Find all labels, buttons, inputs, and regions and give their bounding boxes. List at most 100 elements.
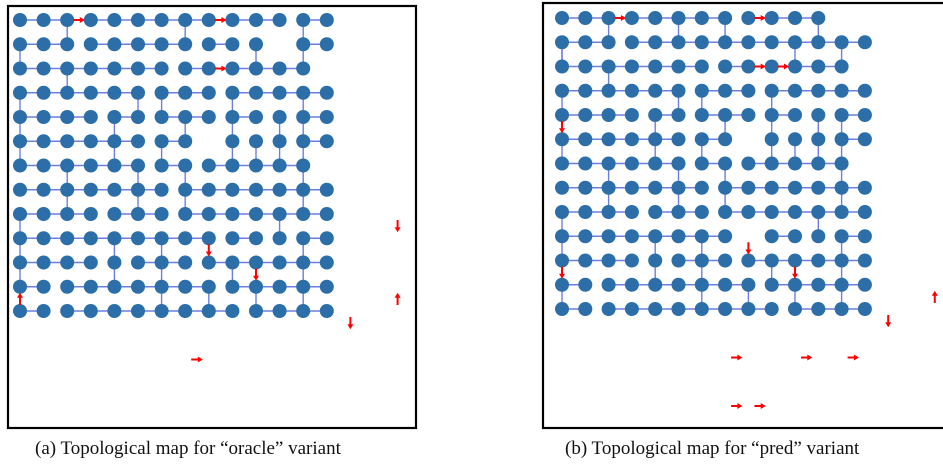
graph-node <box>201 207 216 221</box>
graph-node <box>811 83 826 98</box>
graph-node <box>131 134 145 149</box>
graph-node <box>671 229 686 244</box>
graph-node <box>296 255 311 270</box>
graph-node <box>811 132 826 147</box>
graph-node <box>671 132 686 147</box>
graph-node <box>718 253 733 268</box>
red-arrow-head <box>347 324 354 330</box>
graph-node <box>225 158 240 173</box>
graph-node <box>764 35 779 50</box>
graph-node <box>648 302 663 316</box>
graph-node <box>272 304 287 318</box>
graph-node <box>788 229 802 244</box>
graph-node <box>718 83 733 98</box>
graph-node <box>811 11 826 25</box>
graph-node <box>857 277 872 292</box>
graph-node <box>225 207 240 221</box>
graph-node <box>648 35 663 50</box>
graph-node <box>272 255 287 270</box>
graph-node <box>36 134 51 149</box>
graph-node <box>694 277 709 292</box>
red-arrow-head <box>760 15 766 21</box>
graph-node <box>694 35 709 50</box>
graph-node <box>578 11 593 25</box>
graph-node <box>694 229 709 244</box>
graph-node <box>857 108 872 122</box>
graph-node <box>648 253 663 268</box>
graph-node <box>764 83 779 98</box>
graph-node <box>225 304 240 318</box>
graph-node <box>13 110 27 124</box>
graph-node <box>834 35 849 50</box>
graph-node <box>671 108 686 122</box>
graph-node <box>272 13 287 27</box>
graph-node <box>178 61 193 76</box>
red-arrow-head <box>737 403 743 409</box>
graph-node <box>36 85 51 100</box>
graph-node <box>36 182 51 197</box>
graph-node <box>694 11 709 25</box>
graph-node <box>671 277 686 292</box>
graph-node <box>624 156 639 171</box>
graph-node <box>36 158 51 173</box>
graph-node <box>83 207 98 221</box>
graph-node <box>834 180 849 195</box>
graph-node <box>249 61 263 76</box>
graph-node <box>60 279 75 294</box>
graph-node <box>249 37 263 52</box>
graph-node <box>319 134 334 149</box>
red-arrow-head <box>620 15 626 21</box>
graph-node <box>83 158 98 173</box>
red-arrow-head <box>559 128 565 134</box>
graph-node <box>272 110 287 124</box>
graph-node <box>249 279 263 294</box>
graph-node <box>834 156 849 171</box>
graph-node <box>648 108 663 122</box>
graph-node <box>225 182 240 197</box>
graph-node <box>741 156 756 171</box>
graph-node <box>601 180 616 195</box>
graph-node <box>83 85 98 100</box>
graph-node <box>107 182 122 197</box>
graph-node <box>319 110 334 124</box>
red-arrow-head <box>17 292 23 298</box>
graph-node <box>83 37 98 52</box>
graph-node <box>249 158 263 173</box>
graph-node <box>648 180 663 195</box>
graph-node <box>201 182 216 197</box>
graph-node <box>60 182 75 197</box>
graph-node <box>788 180 802 195</box>
graph-node <box>60 85 75 100</box>
graph-node <box>788 277 802 292</box>
graph-node <box>296 182 311 197</box>
graph-node <box>296 134 311 149</box>
graph-node <box>624 253 639 268</box>
red-arrow-head <box>205 251 212 257</box>
graph-node <box>741 35 756 50</box>
graph-node <box>178 13 193 27</box>
graph-node <box>601 59 616 74</box>
graph-node <box>107 255 122 270</box>
graph-node <box>811 180 826 195</box>
graph-node <box>601 229 616 244</box>
graph-node <box>107 85 122 100</box>
graph-node <box>601 132 616 147</box>
map-frame <box>541 1 943 430</box>
graph-node <box>555 253 569 268</box>
graph-node <box>648 83 663 98</box>
graph-node <box>648 205 663 219</box>
graph-node <box>555 83 569 98</box>
graph-node <box>178 158 193 173</box>
graph-node <box>36 37 51 52</box>
red-arrow-head <box>221 65 227 72</box>
graph-node <box>249 110 263 124</box>
graph-node <box>624 277 639 292</box>
red-arrow-head <box>79 17 85 23</box>
graph-node <box>225 110 240 124</box>
graph-node <box>834 229 849 244</box>
graph-node <box>671 253 686 268</box>
graph-node <box>131 279 145 294</box>
graph-node <box>225 85 240 100</box>
graph-node <box>225 61 240 76</box>
graph-node <box>319 13 334 27</box>
